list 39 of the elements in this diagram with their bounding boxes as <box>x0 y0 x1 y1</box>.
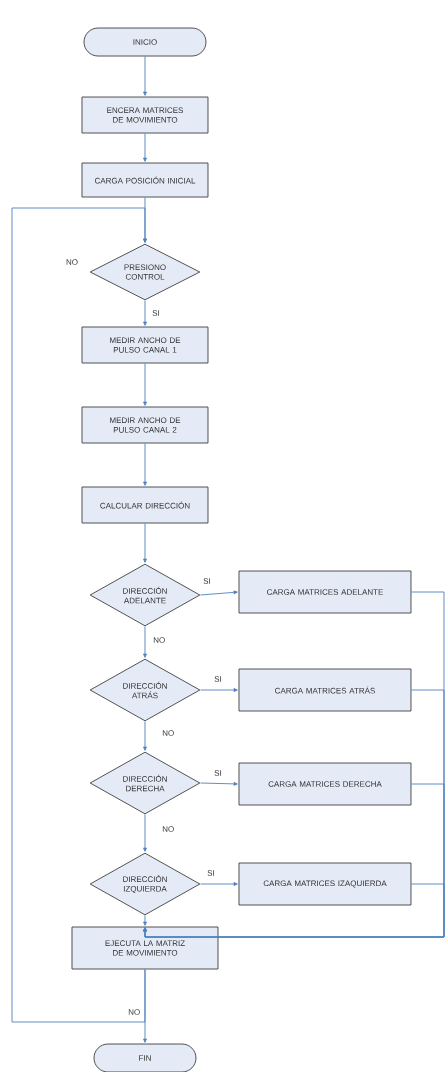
edge-label: NO <box>153 637 165 643</box>
arrow <box>200 688 238 692</box>
edge-label: SI <box>214 676 221 682</box>
process-box: CARGA MATRICES DERECHA <box>238 762 412 806</box>
edge-label: NO <box>128 1009 140 1015</box>
arrow <box>200 782 238 786</box>
arrow <box>143 915 147 926</box>
arrow <box>143 133 147 162</box>
edge-label: NO <box>162 826 174 832</box>
process-box: CARGA POSICIÓN INICIAL <box>81 162 209 198</box>
arrow <box>200 882 238 886</box>
arrow <box>11 207 147 1023</box>
process-box: CARGA MATRICES ATRÁS <box>238 668 412 712</box>
process-box: MEDIR ANCHO DE PULSO CANAL 2 <box>81 406 209 444</box>
terminator: INICIO <box>83 27 207 57</box>
terminator: FIN <box>93 1043 197 1072</box>
branch-label: NO <box>66 259 78 265</box>
arrow <box>143 721 147 751</box>
process-box: CARGA MATRICES IZAQUIERDA <box>238 862 412 906</box>
arrow <box>143 969 147 1043</box>
edge-label: SI <box>214 770 221 776</box>
edge-label: SI <box>207 870 214 876</box>
arrow <box>143 443 147 486</box>
arrow <box>200 590 238 596</box>
arrow <box>143 626 147 658</box>
edge-label: NO <box>162 730 174 736</box>
process-box: EJECUTA LA MATRIZ DE MOVIMIENTO <box>71 926 219 970</box>
arrow <box>143 363 147 406</box>
edge-label: SI <box>203 578 210 584</box>
arrow <box>143 56 147 96</box>
arrow <box>143 814 147 852</box>
arrow <box>143 523 147 563</box>
process-box: ENCERA MATRICES DE MOVIMIENTO <box>81 96 209 134</box>
process-box: CARGA MATRICES ADELANTE <box>238 570 412 614</box>
arrow <box>143 883 445 938</box>
arrow <box>143 300 147 326</box>
edge-label: SI <box>152 310 159 316</box>
process-box: CALCULAR DIRECCIÓN <box>81 486 209 524</box>
process-box: MEDIR ANCHO DE PULSO CANAL 1 <box>81 326 209 364</box>
